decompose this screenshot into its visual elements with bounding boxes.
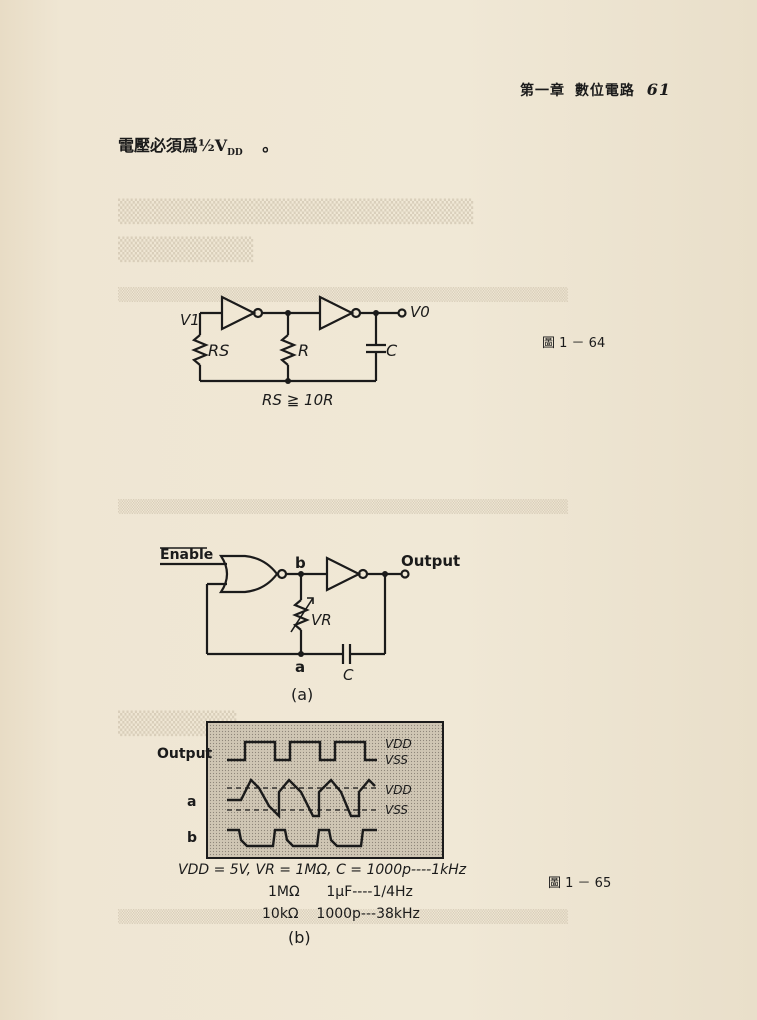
intro-subscript: DD — [227, 148, 243, 159]
label-vss-1: VSS — [385, 753, 408, 767]
label-node-a: a — [295, 658, 305, 676]
label-a: a — [187, 794, 196, 810]
label-node-b: b — [295, 554, 306, 572]
sublabel-a: (a) — [291, 685, 313, 704]
label-vdd-1: VDD — [385, 737, 412, 751]
label-b: b — [187, 830, 197, 846]
label-c: C — [386, 341, 398, 360]
label-v0: V0 — [410, 303, 430, 321]
label-vss-2: VSS — [385, 803, 408, 817]
label-c: C — [343, 666, 354, 684]
label-vdd-2: VDD — [385, 783, 412, 797]
bleed-through-text: ▒▒▒▒▒▒▒▒▒▒▒▒▒▒▒▒▒▒▒▒▒▒▒▒▒▒▒▒▒▒▒▒▒▒▒▒▒▒▒▒… — [118, 910, 568, 925]
chapter-label: 第一章 — [520, 83, 565, 99]
bleed-through-text: ▒▒▒▒▒▒▒▒▒▒▒▒▒▒▒▒▒▒▒▒▒▒▒▒▒▒▒▒▒▒▒▒▒▒▒▒▒▒▒▒… — [118, 288, 568, 303]
intro-text: 電壓必須爲½V — [118, 136, 228, 155]
note-line-3: 10kΩ 1000p---38kHz — [262, 906, 420, 922]
figure-1-65b-waveforms: Output a b VDD VSS VDD VSS — [157, 721, 444, 859]
running-header: 第一章 數位電路 61 — [520, 80, 690, 100]
intro-end: 。 — [262, 136, 279, 155]
label-condition: RS ≧ 10R — [262, 391, 334, 409]
figure-1-65-caption: 圖 1 － 65 — [548, 876, 612, 891]
sublabel-b: (b) — [288, 928, 311, 947]
note-line-1: VDD = 5V, VR = 1MΩ, C = 1000p----1kHz — [178, 862, 467, 878]
page-number: 61 — [646, 80, 672, 99]
bleed-through-text: ▒▒▒▒▒▒▒▒▒▒▒▒▒▒▒▒▒▒▒▒▒ — [118, 200, 474, 225]
label-output: Output — [401, 552, 460, 570]
figure-1-64-caption: 圖 1 － 64 — [542, 336, 606, 351]
note-line-2: 1MΩ 1μF----1/4Hz — [268, 884, 413, 900]
label-r: R — [298, 341, 309, 360]
label-enable: Enable — [160, 547, 213, 563]
bleed-through-text: ▒▒▒▒▒▒▒▒ — [118, 238, 254, 263]
figure-1-64-circuit: V1 V0 RS R C RS ≧ 10R — [180, 295, 430, 409]
bleed-through-text: ▒▒▒▒▒▒▒▒▒▒▒▒▒▒▒▒▒▒▒▒▒▒▒▒▒▒▒▒▒▒▒▒▒▒▒▒▒▒▒▒… — [118, 500, 568, 515]
label-v1: V1 — [180, 311, 200, 329]
intro-sentence: 電壓必須爲½VDD 。 — [118, 132, 278, 158]
label-output: Output — [157, 746, 213, 762]
label-rs: RS — [208, 341, 229, 360]
section-label: 數位電路 — [574, 83, 635, 99]
label-vr: VR — [311, 611, 332, 629]
figure-1-65a-circuit: Enable Output b a VR C (a) — [160, 547, 460, 704]
